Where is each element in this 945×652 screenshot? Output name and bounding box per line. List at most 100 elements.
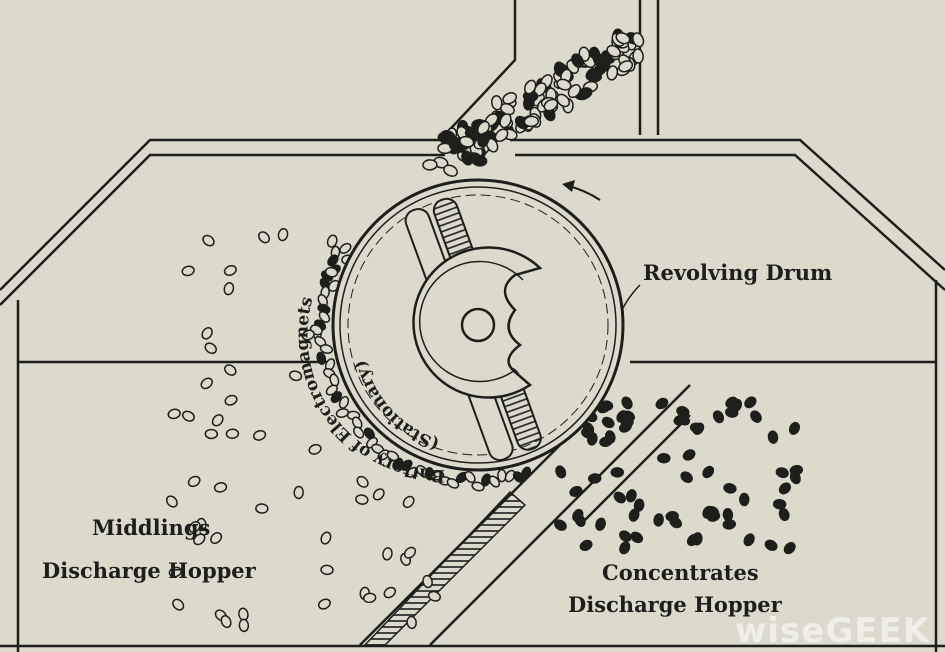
middlings-particle [201,326,213,340]
middlings-particle [252,429,267,441]
middlings-particle [301,329,315,341]
middlings-particle [210,531,223,545]
concentrate-particle [677,414,691,426]
feed-particle [502,92,518,105]
concentrate-particle [630,531,644,544]
feed-particle [585,67,600,81]
middlings-particle [213,482,228,493]
drum-particle [318,311,331,323]
hatched-divider [363,490,527,646]
concentrate-particle [554,519,567,531]
concentrate-particle [653,513,664,527]
middlings-particle [355,494,369,505]
concentrate-particle [595,517,606,531]
drum-particle [488,475,501,488]
drum-particle [338,395,350,409]
middlings-particle [372,488,385,501]
concentrate-particle [555,465,567,479]
feed-particle [615,32,631,45]
middlings-particle [317,598,331,610]
drum-particle [339,242,352,254]
concentrate-particle [657,452,671,464]
middlings-particle [356,475,369,488]
drum-particle [316,351,327,365]
feed-particle [477,132,490,148]
middlings-particle [168,566,182,578]
concentrate-particle [686,533,699,547]
drum-particle [504,469,516,483]
concentrate-particle [725,407,739,418]
middlings-particle [326,234,338,248]
drum-particle [330,391,343,404]
feed-particle [459,135,475,148]
feed-particle [632,48,644,64]
feed-particle [491,95,503,111]
middlings-particle [187,475,201,488]
concentrate-particle [702,505,714,519]
concentrate-particle [601,416,615,429]
middlings-particle [225,428,240,440]
concentrate-particle [712,410,725,424]
concentrate-particle [610,467,625,478]
concentrate-particle [621,396,633,410]
concentrate-particle [744,396,757,409]
drum-particle [327,254,339,267]
concentrate-particle [613,491,626,504]
concentrate-particle [789,471,801,485]
middlings-label-line1: Middlings [92,515,210,540]
drum-particle [464,470,476,484]
middlings-particle [204,342,218,355]
middlings-particle [181,265,195,277]
concentrates-label-line1: Concentrates [602,560,759,585]
middlings-particle [224,394,238,406]
feed-particle [618,60,634,73]
concentrate-particle [619,541,631,555]
concentrate-particle [689,422,704,434]
concentrate-particle [619,530,632,542]
middlings-particle [383,586,397,599]
middlings-particle [324,266,339,278]
middlings-particle [223,264,237,277]
feed-particle [632,32,645,48]
middlings-particle [422,574,433,589]
feed-particle [567,84,581,99]
middlings-particle [165,495,178,508]
drum-particle [335,408,350,418]
drum-leader-line [622,284,641,309]
drum-particle [446,477,460,489]
feed-particle [443,164,458,177]
feed-particle [523,115,540,128]
concentrate-particle [669,516,682,529]
middlings-particle [223,364,237,376]
feed-particle [499,113,512,129]
concentrate-particle [680,471,693,483]
feed-particle [466,152,482,164]
feed-particle [577,87,593,100]
concentrate-particle [572,508,584,522]
arrowhead-icon [562,180,575,192]
drum-particle [497,468,507,483]
middlings-particle [211,414,224,427]
concentrate-particle [599,436,613,448]
middlings-particle [238,618,250,633]
middlings-particle [402,495,415,509]
middlings-particle [293,485,304,500]
middlings-particle [308,443,322,455]
concentrate-particle [764,539,778,551]
feed-particle [592,52,606,68]
middlings-particle [172,598,185,611]
concentrate-particle [625,489,637,503]
concentrate-particle [620,417,634,429]
concentrate-particle [772,498,787,510]
middlings-particle [320,531,332,545]
middlings-particle [277,227,289,242]
drum-particle [521,466,532,480]
concentrate-particle [579,539,593,552]
middlings-particle [288,370,303,382]
feed-particle [606,65,619,81]
feed-particle [523,95,535,111]
revolving-drum-label: Revolving Drum [643,260,832,285]
middlings-particle [382,547,393,561]
middlings-particle [188,520,201,534]
